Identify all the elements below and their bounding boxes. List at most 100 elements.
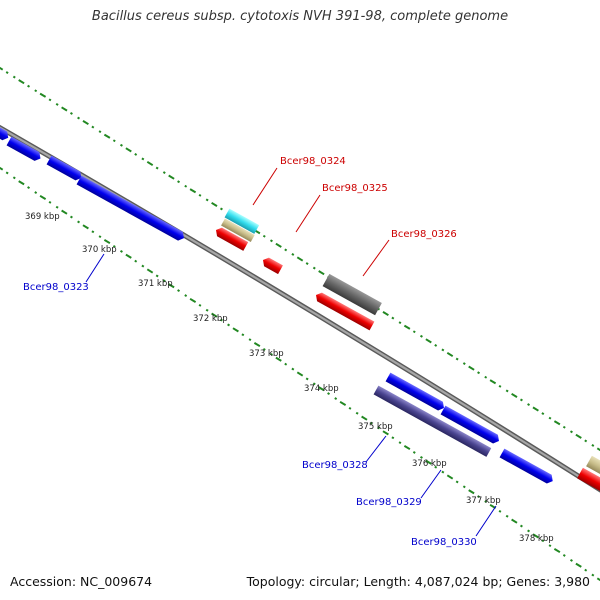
- major-tick: [146, 160, 154, 167]
- minor-tick: [77, 220, 81, 224]
- minor-tick: [477, 495, 481, 499]
- label-bcer98-0324[interactable]: Bcer98_0324: [280, 156, 346, 167]
- minor-tick: [269, 352, 273, 356]
- minor-tick: [227, 323, 231, 327]
- gene-bcer98-0325[interactable]: [214, 226, 249, 251]
- minor-tick: [548, 416, 552, 420]
- minor-tick: [348, 406, 352, 410]
- major-tick: [511, 518, 518, 524]
- gene-reverse-small[interactable]: [261, 256, 283, 275]
- gene-bcer98-0323[interactable]: [76, 175, 187, 243]
- gene-forward-3[interactable]: [46, 155, 84, 183]
- minor-tick: [98, 130, 102, 134]
- inner-tick-line: [0, 166, 600, 582]
- major-tick: [0, 66, 4, 71]
- minor-tick: [584, 568, 588, 572]
- major-tick: [425, 338, 432, 344]
- gene-tan-small[interactable]: [221, 218, 255, 242]
- minor-tick: [377, 426, 381, 430]
- minor-tick: [355, 411, 359, 415]
- gene-bcer98-0326[interactable]: [322, 273, 382, 316]
- minor-tick: [391, 436, 395, 440]
- minor-tick: [34, 89, 38, 93]
- label-bcer98-0328[interactable]: Bcer98_0328: [302, 460, 368, 471]
- gene-bcer98-0328[interactable]: [385, 372, 447, 413]
- minor-tick: [198, 193, 202, 197]
- major-tick: [382, 430, 389, 436]
- label-bcer98-0325[interactable]: Bcer98_0325: [322, 183, 388, 194]
- major-tick: [596, 447, 600, 452]
- major-tick: [103, 239, 111, 245]
- minor-tick: [27, 84, 31, 88]
- minor-tick: [69, 215, 73, 219]
- minor-tick: [398, 441, 402, 445]
- gene-bcer98-0324[interactable]: [224, 208, 260, 234]
- scale-label: 369 kbp: [25, 212, 60, 222]
- major-tick: [553, 548, 561, 554]
- gene-bcer98-0330[interactable]: [499, 448, 556, 486]
- minor-tick: [434, 343, 438, 347]
- minor-tick: [12, 75, 16, 79]
- label-bcer98-0330[interactable]: Bcer98_0330: [411, 537, 477, 548]
- minor-tick: [205, 198, 209, 202]
- minor-tick: [434, 465, 438, 469]
- minor-tick: [184, 294, 188, 297]
- major-tick: [189, 297, 197, 303]
- gene-reverse-edge[interactable]: [577, 467, 600, 493]
- minor-tick: [48, 98, 52, 102]
- major-tick: [446, 351, 454, 358]
- minor-tick: [219, 318, 223, 322]
- minor-tick: [477, 371, 481, 375]
- major-tick: [296, 256, 304, 262]
- gene-forward-2[interactable]: [6, 136, 43, 163]
- callout-line-0324: [252, 167, 278, 206]
- major-tick: [318, 270, 325, 276]
- label-bcer98-0323[interactable]: Bcer98_0323: [23, 282, 89, 293]
- minor-tick: [12, 176, 16, 180]
- minor-tick: [262, 234, 266, 238]
- gene-reverse-large[interactable]: [314, 291, 375, 331]
- minor-tick: [248, 338, 252, 342]
- major-tick: [211, 312, 218, 318]
- outer-tick-line: [0, 66, 600, 452]
- gene-forward-1[interactable]: [0, 126, 11, 143]
- minor-tick: [569, 558, 573, 562]
- minor-tick: [412, 330, 416, 334]
- minor-tick: [34, 191, 38, 194]
- minor-tick: [419, 455, 423, 459]
- major-tick: [296, 371, 304, 377]
- label-bcer98-0329[interactable]: Bcer98_0329: [356, 497, 422, 508]
- major-tick: [18, 180, 25, 186]
- major-tick: [189, 188, 197, 194]
- label-bcer98-0326[interactable]: Bcer98_0326: [391, 229, 457, 240]
- major-tick: [489, 379, 497, 385]
- minor-tick: [334, 397, 338, 400]
- scale-label: 377 kbp: [466, 496, 501, 506]
- minor-tick: [134, 152, 138, 156]
- major-tick: [318, 386, 325, 392]
- major-tick: [403, 324, 411, 330]
- minor-tick: [155, 166, 159, 170]
- minor-tick: [312, 266, 316, 270]
- minor-tick: [541, 412, 545, 416]
- minor-tick: [119, 249, 123, 253]
- minor-tick: [569, 430, 573, 434]
- minor-tick: [305, 377, 309, 381]
- major-tick: [61, 106, 68, 112]
- minor-tick: [91, 125, 95, 129]
- minor-tick: [519, 524, 523, 528]
- genome-backbone: [0, 124, 600, 493]
- gene-tan-edge[interactable]: [586, 455, 600, 476]
- major-tick: [511, 392, 518, 398]
- callout-line-0323: [85, 253, 105, 283]
- minor-tick: [112, 245, 116, 248]
- accession-text: Accession: NC_009674: [10, 574, 153, 589]
- callout-line-0326: [362, 239, 390, 277]
- minor-tick: [219, 207, 223, 211]
- gene-bcer98-0329[interactable]: [440, 405, 502, 446]
- minor-tick: [498, 384, 502, 388]
- major-tick: [532, 533, 539, 539]
- minor-tick: [162, 279, 166, 283]
- gene-purple[interactable]: [373, 385, 492, 457]
